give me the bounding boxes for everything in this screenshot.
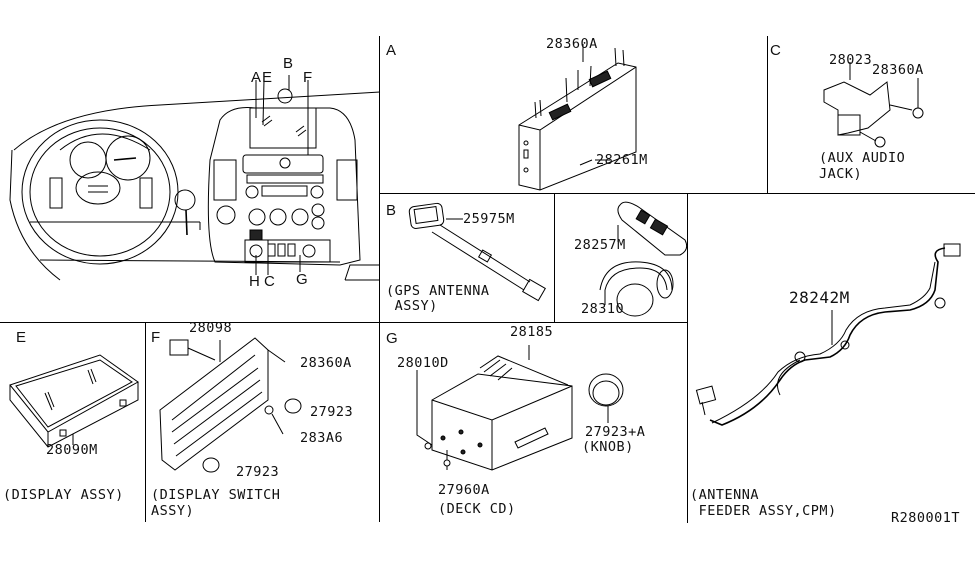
part-number-28185: 28185 [510,324,554,340]
section-letter-g: G [386,330,398,347]
part-number-283a6: 283A6 [300,430,344,446]
part-number-27923-lower: 27923 [236,464,280,480]
part-number-28360a: 28360A [546,36,598,52]
control-unit-drawing [518,44,637,191]
callout-h: H [249,273,260,290]
divider [145,322,146,522]
caption-gps-antenna-line2: ASSY) [386,298,438,314]
part-number-28261m: 28261M [596,152,648,168]
divider [379,193,975,194]
callout-f: F [303,69,313,86]
callout-g: G [296,271,308,288]
section-letter-c: C [770,42,781,59]
caption-display-assy: (DISPLAY ASSY) [3,487,124,503]
divider [554,193,555,323]
callout-c: C [264,273,275,290]
part-number-28023: 28023 [829,52,873,68]
section-letter-a: A [386,42,397,59]
part-number-27960a: 27960A [438,482,490,498]
caption-aux-audio-jack-line2: JACK) [819,166,863,182]
caption-aux-audio-jack: (AUX AUDIO [819,150,906,166]
callout-e: E [262,69,273,86]
part-number-28360a: 28360A [300,355,352,371]
caption-gps-antenna: (GPS ANTENNA [386,283,490,299]
part-number-28090m: 28090M [46,442,98,458]
callout-a: A [251,69,262,86]
display-drawing [9,354,139,448]
part-number-28360a: 28360A [872,62,924,78]
section-letter-f: F [151,329,161,346]
part-number-27923-a: 27923+A [585,424,646,440]
caption-antenna-feeder-line2: FEEDER ASSY,CPM) [690,503,837,519]
caption-knob: (KNOB) [582,439,634,455]
caption-display-switch: (DISPLAY SWITCH [151,487,281,503]
part-number-27923-upper: 27923 [310,404,354,420]
dashboard-overview-drawing [9,75,381,281]
part-number-25975m: 25975M [463,211,515,227]
section-letter-b: B [386,202,397,219]
caption-display-switch-line2: ASSY) [151,503,195,519]
caption-deck-cd: (DECK CD) [438,501,516,517]
divider [767,36,768,193]
section-letter-e: E [16,329,27,346]
part-number-28098: 28098 [189,320,233,336]
aux-jack-drawing [823,62,924,148]
divider [379,36,380,522]
caption-antenna-feeder: (ANTENNA [690,487,760,503]
divider [0,322,688,323]
display-switch-drawing [159,337,302,473]
reference-code: R280001T [891,510,961,526]
antenna-feeder-harness-drawing [695,243,961,426]
cd-deck-drawing [416,345,624,471]
part-number-28010d: 28010D [397,355,449,371]
part-number-28257m: 28257M [574,237,626,253]
gps-antenna-drawing [408,202,546,302]
part-number-28242m: 28242M [789,288,850,307]
divider [687,193,688,523]
callout-b: B [283,55,294,72]
remote-headphones-drawing [599,201,688,317]
part-number-28310: 28310 [581,301,625,317]
